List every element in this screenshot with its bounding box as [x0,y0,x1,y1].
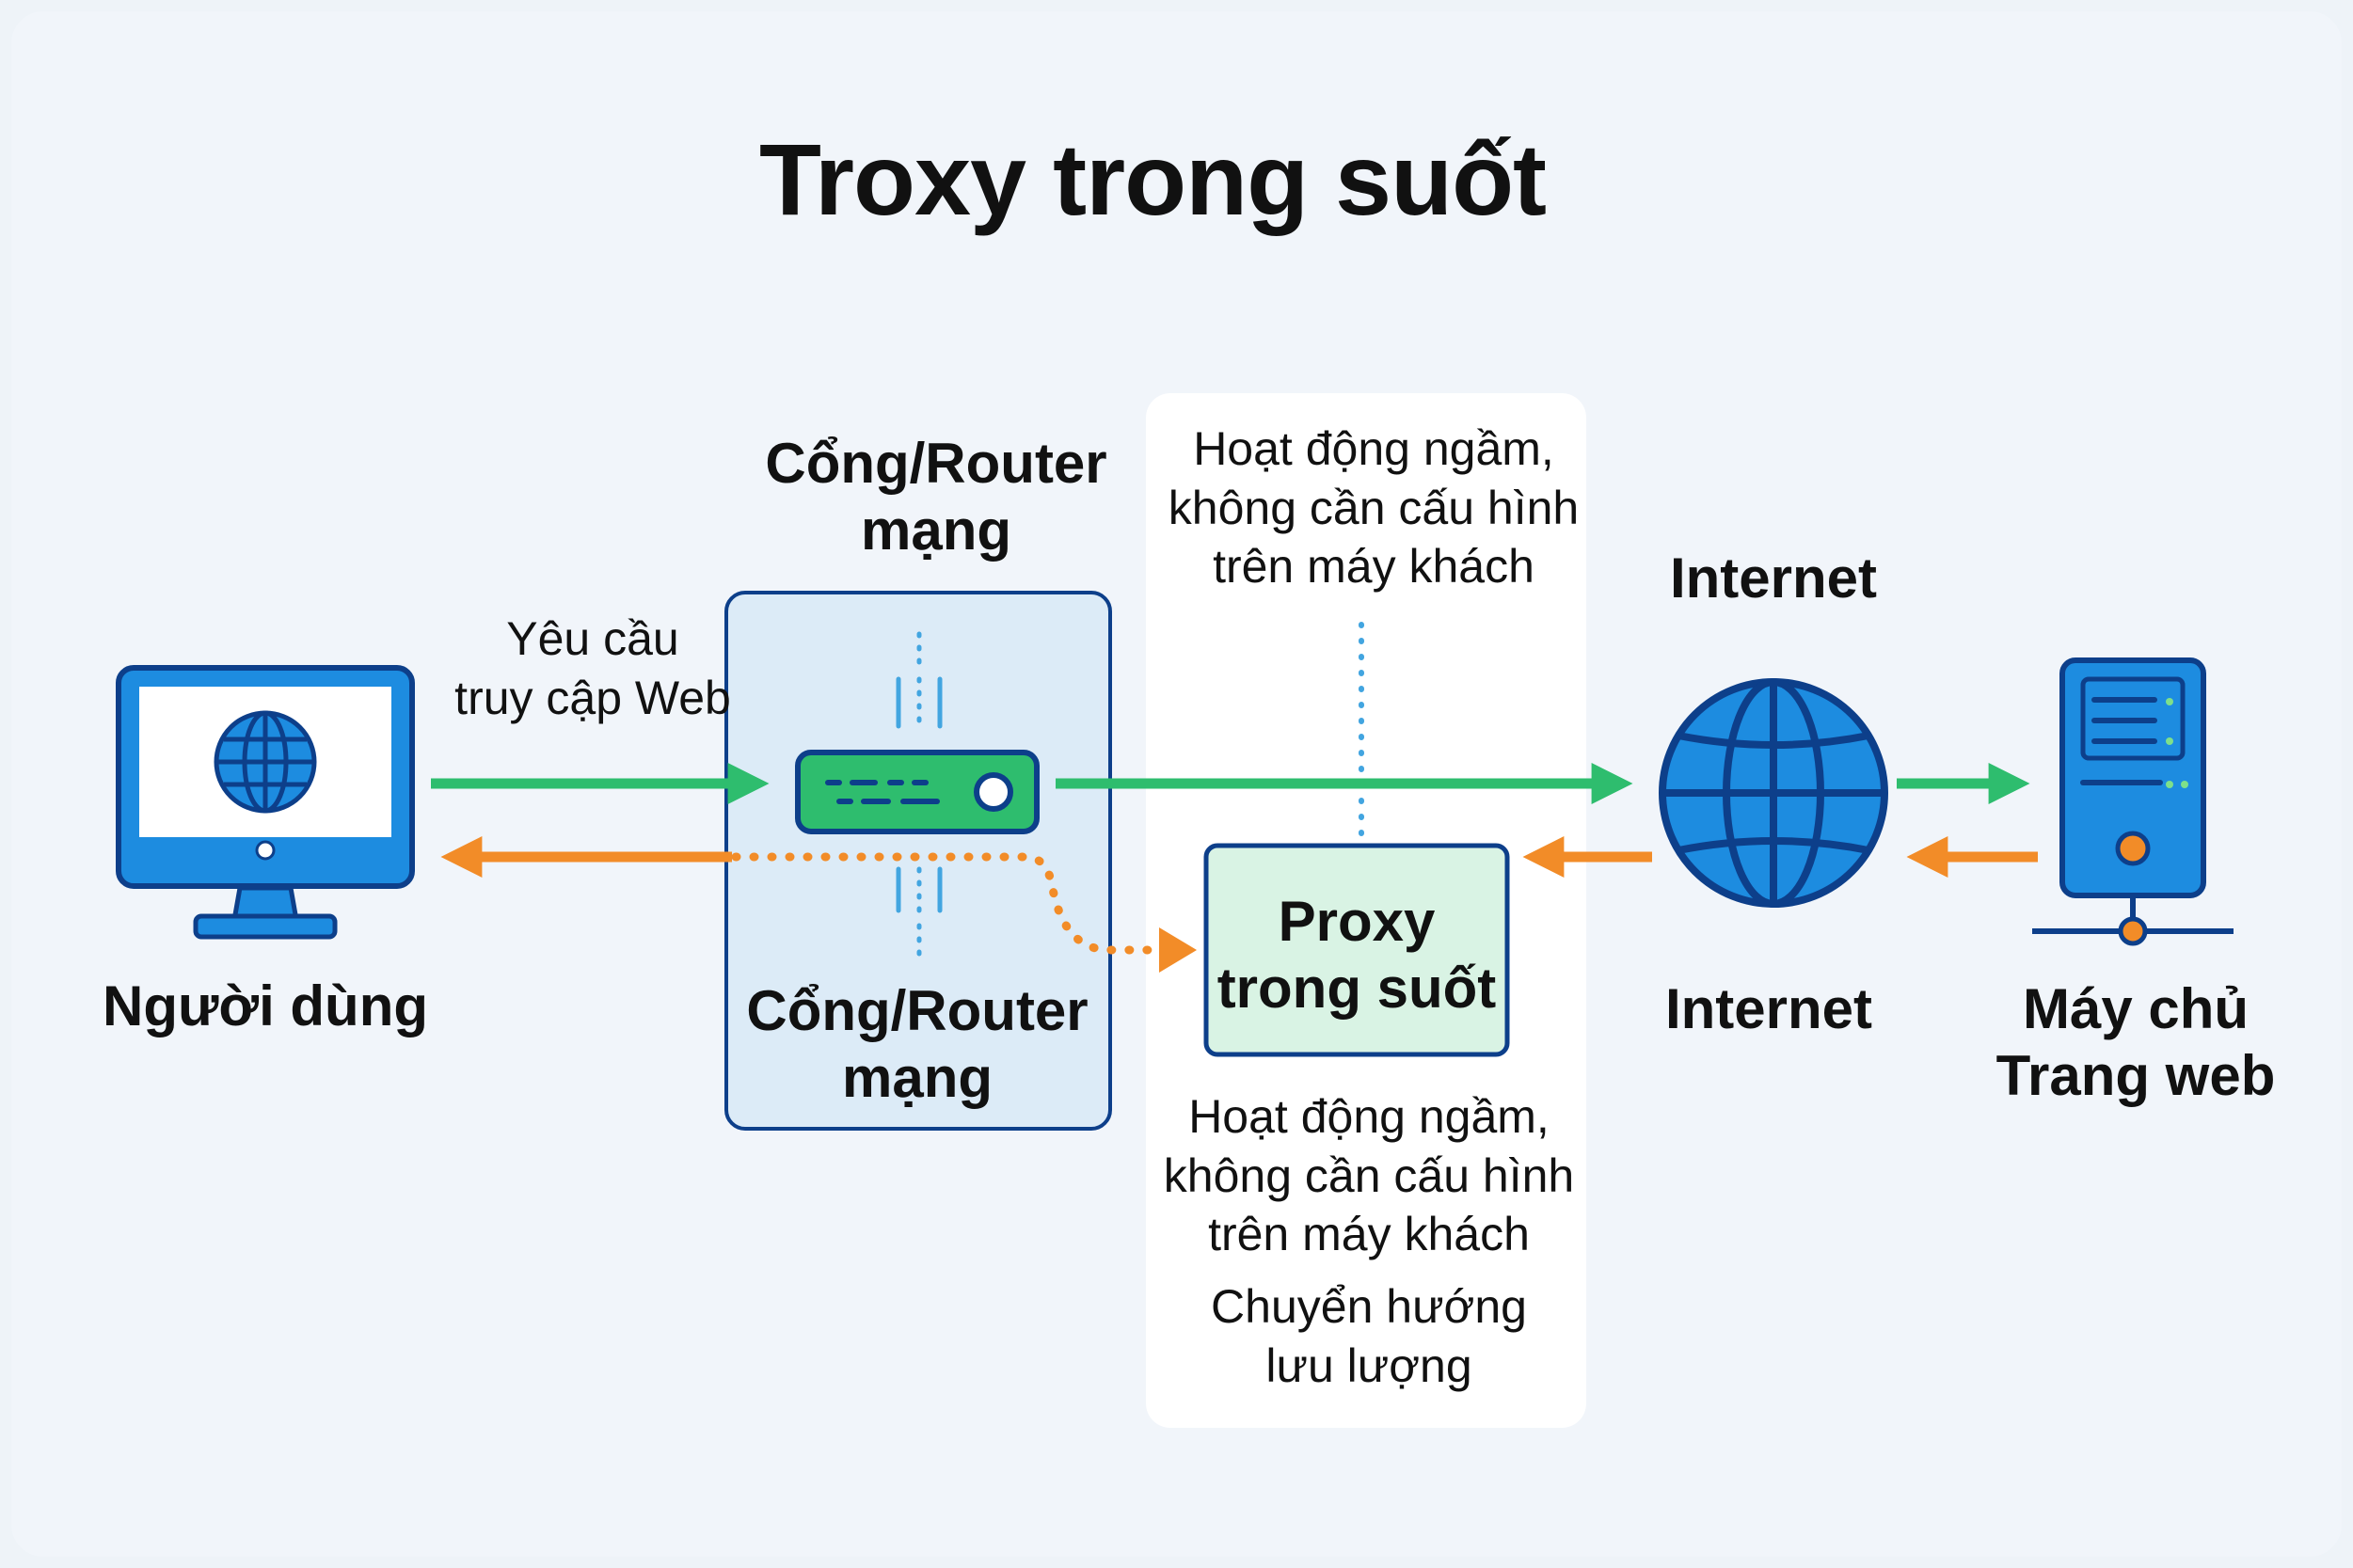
internet-top-label: Internet [1669,546,1878,610]
redirect-label: Chuyển hướng lưu lượng [1129,1277,1609,1395]
proxy-label-line1: Proxy [1278,890,1436,953]
user-label: Người dùng [102,974,429,1037]
router-top-label-line1: Cổng/Router [765,432,1107,495]
redirect-label-line1: Chuyển hướng [1211,1280,1527,1333]
redirect-label-line2: lưu lượng [1265,1338,1472,1392]
router-icon [795,750,1040,834]
silent-note-top-line2: không cần cấu hình [1168,481,1580,534]
router-label-line2: mạng [841,1045,994,1109]
internet-label: Internet [1664,977,1873,1040]
router-label-line1: Cổng/Router [746,979,1089,1042]
redirect-path [731,852,1156,955]
page-title: Troxy trong suốt [758,122,1547,236]
router-signal-lines [896,631,943,957]
silent-note-bottom-line2: không cần cấu hình [1163,1148,1575,1202]
server-label-line2: Trang web [1995,1043,2276,1107]
router-top-label: Cổng/Router mạng [724,431,1148,564]
monitor-globe-icon [214,710,317,814]
silent-note-top-line3: trên máy khách [1213,540,1534,593]
server-icon [2032,657,2234,946]
proxy-box [1203,843,1510,1057]
server-label: Máy chủ Trang web [1948,976,2324,1110]
silent-note-top: Hoạt động ngầm, không cần cấu hình trên … [1138,420,1609,596]
proxy-label: Proxy trong suốt [1206,889,1507,1022]
silent-note-bottom-line3: trên máy khách [1208,1208,1530,1260]
request-label-line2: truy cập Web [454,671,731,724]
internet-globe-icon [1659,678,1888,908]
router-top-label-line2: mạng [860,498,1012,562]
server-label-line1: Máy chủ [2022,977,2250,1040]
request-label: Yêu cầu truy cập Web [405,610,781,727]
silent-note-bottom: Hoạt động ngầm, không cần cấu hình trên … [1129,1087,1609,1264]
silent-note-bottom-line1: Hoạt động ngầm, [1188,1090,1550,1143]
router-label: Cổng/Router mạng [715,978,1120,1112]
silent-note-top-line1: Hoạt động ngầm, [1193,422,1554,475]
redirect-arrowhead [1159,927,1197,973]
proxy-label-line2: trong suốt [1216,956,1497,1020]
request-label-line1: Yêu cầu [506,612,679,665]
